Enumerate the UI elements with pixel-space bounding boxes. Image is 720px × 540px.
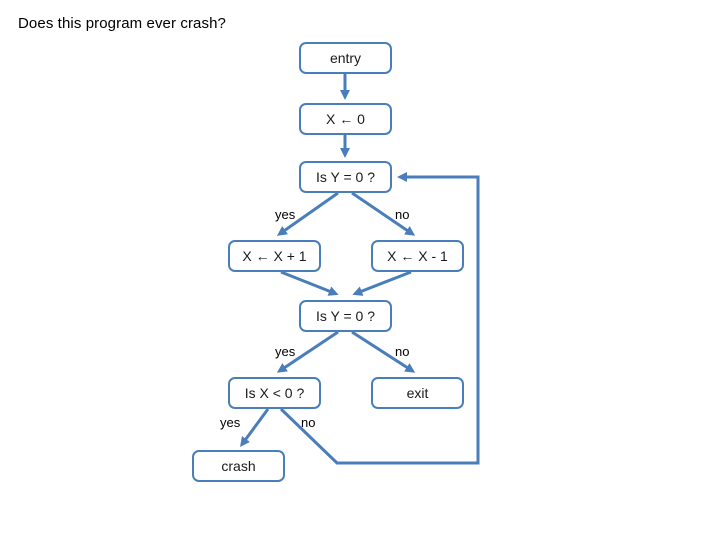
node-entry[interactable]: entry [299,42,392,74]
node-crash-label: crash [221,458,256,474]
edge-inc-to-test2 [280,270,339,296]
edge-label-test3-yes: yes [220,415,241,430]
node-test-y-equals-zero-first[interactable]: Is Y = 0 ? [299,161,392,193]
edge-dec-to-test2 [352,270,412,296]
node-decrement-x-label: X ← X - 1 [387,248,448,264]
edge-label-test2-no: no [395,344,410,359]
page-title: Does this program ever crash? [18,15,226,32]
node-test-y-equals-zero-second-label: Is Y = 0 ? [315,308,376,324]
node-exit-label: exit [406,385,429,401]
edge-label-test1-yes: yes [275,207,296,222]
edge-label-test2-yes: yes [275,344,296,359]
node-exit[interactable]: exit [371,377,464,409]
node-test-y-equals-zero-first-label: Is Y = 0 ? [315,169,376,185]
node-init-x-label: X ← 0 [326,111,365,127]
edge-label-test3-no: no [301,415,316,430]
node-test-x-less-than-zero-label: Is X < 0 ? [244,385,305,401]
node-increment-x[interactable]: X ← X + 1 [228,240,321,272]
node-init-x[interactable]: X ← 0 [299,103,392,135]
node-test-x-less-than-zero[interactable]: Is X < 0 ? [228,377,321,409]
node-entry-label: entry [329,50,362,66]
node-increment-x-label: X ← X + 1 [242,248,307,264]
edge-test3-yes-to-crash [240,408,270,448]
node-decrement-x[interactable]: X ← X - 1 [371,240,464,272]
node-test-y-equals-zero-second[interactable]: Is Y = 0 ? [299,300,392,332]
node-crash[interactable]: crash [192,450,285,482]
edge-label-test1-no: no [395,207,410,222]
